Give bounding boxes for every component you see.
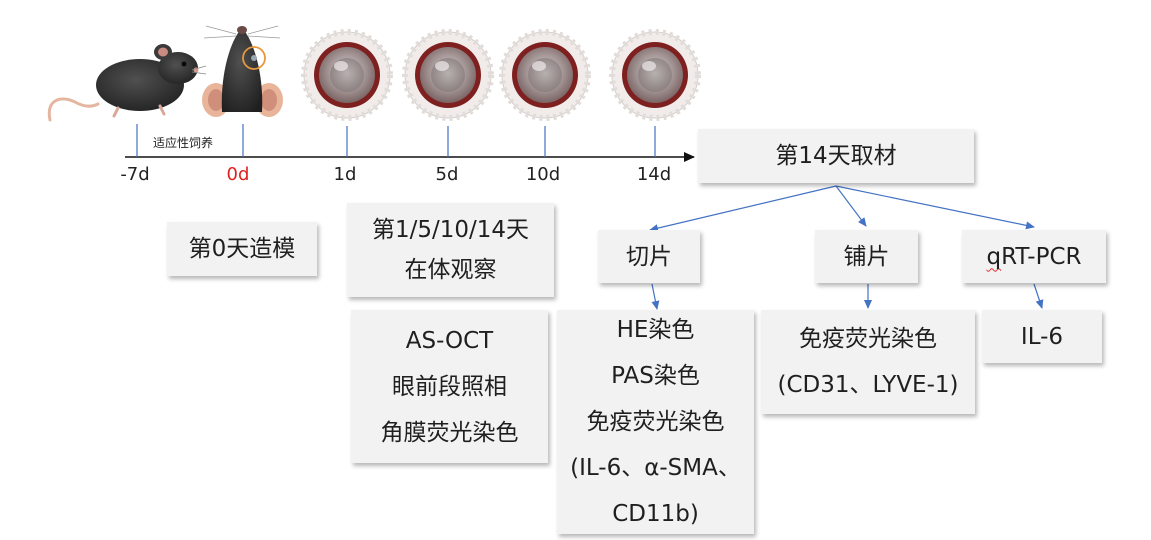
eye-icon-10d [499, 29, 591, 121]
section-method-if: 免疫荧光染色 [586, 409, 725, 435]
timeline-tick-marks [136, 124, 656, 157]
qpcr-methods-box: IL-6 [982, 310, 1102, 363]
acclimation-period-label: 适应性饲养 [153, 136, 214, 150]
in-vivo-observation-box: 第1/5/10/14天 在体观察 [347, 203, 554, 297]
day14-harvest-box: 第14天取材 [698, 129, 974, 183]
eye-icon-14d [609, 29, 701, 121]
flatmount-text: 铺片 [843, 243, 890, 270]
section-method-markers-1: (IL-6、α-SMA、 [570, 455, 741, 481]
in-vivo-method-photo: 眼前段照相 [392, 373, 507, 400]
qpcr-box: qRT-PCR [962, 230, 1106, 283]
flatmount-method-if: 免疫荧光染色 [799, 326, 937, 352]
branch-arrows [649, 185, 1044, 310]
flatmount-box: 铺片 [815, 230, 918, 283]
in-vivo-method-as-oct: AS-OCT [405, 327, 494, 354]
tick-label-minus7d: -7d [120, 164, 150, 185]
tick-label-0d: 0d [226, 164, 250, 185]
section-method-pas: PAS染色 [611, 363, 700, 389]
mouse-head-icon [202, 25, 283, 117]
in-vivo-line1: 第1/5/10/14天 [371, 217, 530, 243]
tick-label-14d: 14d [636, 164, 672, 185]
tick-label-5d: 5d [435, 164, 459, 185]
day14-harvest-text: 第14天取材 [775, 143, 897, 169]
mouse-icon [47, 44, 207, 122]
flatmount-method-markers: (CD31、LYVE-1) [777, 372, 959, 398]
qpcr-text: qRT-PCR [986, 243, 1082, 270]
tick-label-1d: 1d [333, 164, 357, 185]
eye-icon-5d [402, 29, 494, 121]
section-methods-box: HE染色 PAS染色 免疫荧光染色 (IL-6、α-SMA、 CD11b) [557, 310, 754, 534]
section-text: 切片 [626, 243, 672, 270]
qpcr-method-il6: IL-6 [1020, 323, 1064, 350]
section-box: 切片 [598, 230, 700, 283]
in-vivo-line2: 在体观察 [404, 257, 497, 283]
flatmount-methods-box: 免疫荧光染色 (CD31、LYVE-1) [761, 310, 975, 414]
section-method-he: HE染色 [616, 317, 695, 343]
eye-icon-1d [301, 29, 393, 121]
day0-model-box: 第0天造模 [167, 222, 317, 276]
day0-model-text: 第0天造模 [188, 236, 296, 262]
in-vivo-methods-box: AS-OCT 眼前段照相 角膜荧光染色 [351, 310, 548, 463]
tick-label-10d: 10d [525, 164, 561, 185]
in-vivo-method-fluorescein: 角膜荧光染色 [380, 419, 519, 446]
section-method-markers-2: CD11b) [612, 501, 699, 527]
